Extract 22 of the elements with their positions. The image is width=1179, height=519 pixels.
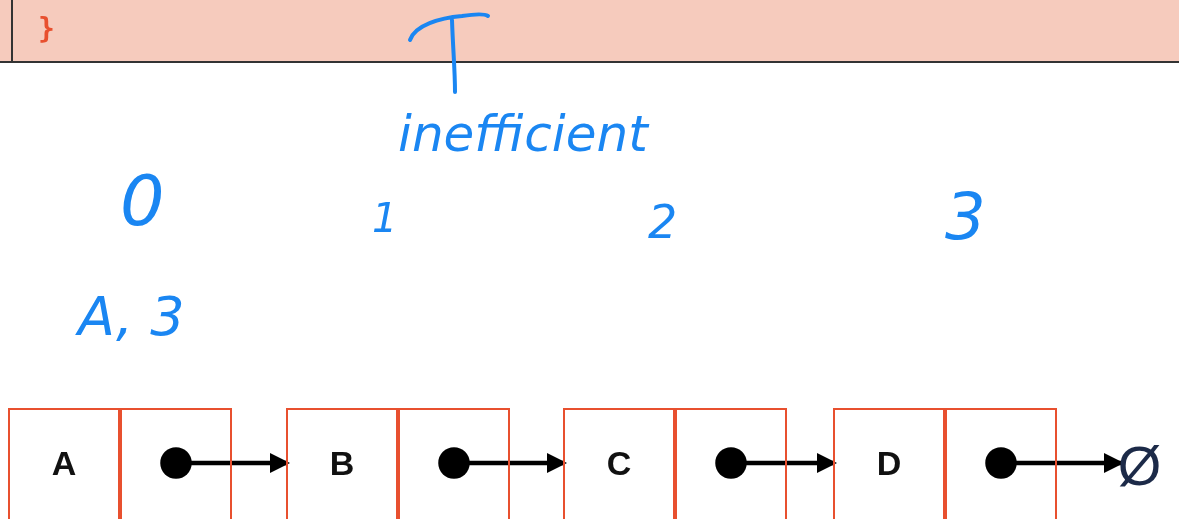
index-number: 0 <box>120 160 165 242</box>
index-number: 3 <box>945 180 986 254</box>
null-symbol: Ø <box>1117 432 1162 498</box>
pointer-cell <box>398 408 510 519</box>
data-cell <box>8 408 120 519</box>
index-number: 2 <box>648 195 678 249</box>
pointer-cell <box>120 408 232 519</box>
pointer-arrow <box>715 447 838 479</box>
handwritten-note: inefficient <box>398 105 648 163</box>
pointer-cell <box>945 408 1057 519</box>
pointer-cell <box>675 408 787 519</box>
node-label: C <box>606 443 632 483</box>
pointer-arrow <box>160 447 290 479</box>
node-label: B <box>329 443 355 483</box>
data-cell <box>286 408 398 519</box>
node-label: D <box>876 443 902 483</box>
pointer-arrow <box>438 447 568 479</box>
data-cell <box>833 408 945 519</box>
data-cell <box>563 408 675 519</box>
index-number: 1 <box>372 195 398 241</box>
code-brace: } <box>38 12 55 45</box>
node-label: A <box>51 443 77 483</box>
